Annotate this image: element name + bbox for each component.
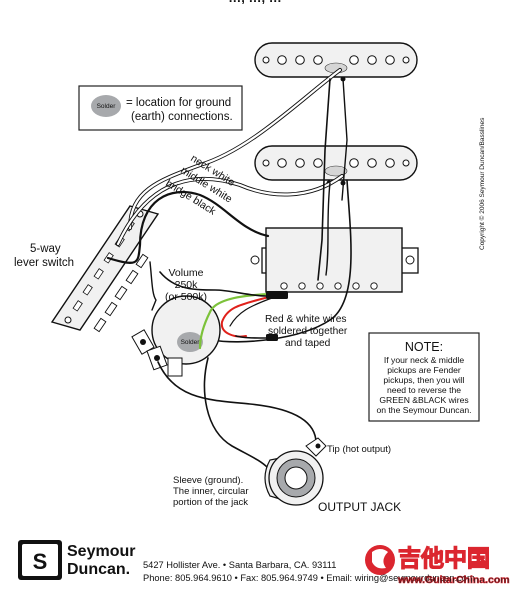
brand-line2: Duncan. bbox=[67, 561, 130, 578]
switch-label-line2: lever switch bbox=[14, 257, 74, 269]
volume-label-line1: Volume bbox=[168, 267, 203, 279]
red-white-tape-joint bbox=[266, 334, 278, 341]
jack-sleeve-wire bbox=[203, 357, 269, 469]
middle-pickup bbox=[254, 145, 418, 186]
neck-ground-wire bbox=[317, 78, 348, 281]
tape-joint bbox=[266, 291, 288, 299]
middle-ground-wire bbox=[325, 182, 331, 276]
bridge-humbucker bbox=[250, 227, 419, 293]
note-line-1: If your neck & middle bbox=[384, 355, 464, 365]
neck-pickup bbox=[254, 42, 418, 82]
watermark-url: www.GuitarChina.com bbox=[397, 574, 510, 586]
green-wire bbox=[198, 292, 274, 350]
output-jack-title: OUTPUT JACK bbox=[318, 500, 401, 514]
solder-legend-dot-icon bbox=[91, 95, 121, 117]
bare-wire bbox=[229, 297, 273, 327]
volume-pot: Solder bbox=[131, 295, 221, 377]
pickup-ground-black-wire bbox=[211, 179, 352, 343]
footer-contact: Phone: 805.964.9610 • Fax: 805.964.9749 … bbox=[143, 573, 475, 583]
brand-line1: Seymour bbox=[67, 543, 135, 560]
jack-sleeve-label-line2: The inner, circular bbox=[173, 486, 249, 497]
svg-text:S: S bbox=[33, 549, 48, 574]
watermark-chinese: 吉他中国 bbox=[398, 545, 490, 571]
note-line-3: pickups, then you will bbox=[383, 375, 464, 385]
seymour-duncan-logo-icon: S bbox=[18, 540, 62, 580]
jack-tip-wire bbox=[157, 361, 317, 447]
note-title: NOTE: bbox=[405, 340, 443, 354]
red-white-note-line3: and taped bbox=[285, 338, 331, 349]
legend-text-line1: = location for ground bbox=[126, 97, 231, 109]
volume-solder-label: Solder bbox=[181, 339, 201, 346]
switch-label-line1: 5-way bbox=[30, 243, 61, 255]
neck-white-wire bbox=[128, 68, 342, 230]
jack-sleeve-label-line3: portion of the jack bbox=[173, 497, 248, 508]
top-partial-title: …, …, … bbox=[228, 0, 281, 5]
solder-legend-dot-label: Solder bbox=[97, 103, 117, 110]
note-line-4: need to reverse the bbox=[387, 385, 461, 395]
switch-to-volume-wire bbox=[149, 261, 157, 311]
volume-label-line3: (or 500k) bbox=[165, 291, 207, 303]
note-line-6: on the Seymour Duncan. bbox=[376, 405, 471, 415]
note-line-5: GREEN &BLACK wires bbox=[379, 395, 468, 405]
hot-lead-to-switch-wire bbox=[159, 271, 267, 297]
solder-legend: Solder = location for ground (earth) con… bbox=[78, 85, 243, 131]
note-line-2: pickups are Fender bbox=[387, 365, 461, 375]
legend-text-line2: (earth) connections. bbox=[131, 111, 233, 123]
footer-address: 5427 Hollister Ave. • Santa Barbara, CA.… bbox=[143, 560, 336, 570]
bridge-black-wire bbox=[106, 190, 270, 264]
jack-sleeve-label-line1: Sleeve (ground). bbox=[173, 475, 243, 486]
red-white-wire-lead bbox=[235, 335, 267, 339]
red-white-note-line2: soldered together bbox=[268, 326, 348, 337]
jack-tip-label: Tip (hot output) bbox=[327, 444, 391, 455]
volume-label-line2: 250k bbox=[175, 279, 199, 291]
copyright-vertical: Copyright © 2006 Seymour Duncan/Bassline… bbox=[478, 117, 486, 250]
volume-solder-ground-icon bbox=[177, 332, 203, 352]
output-jack bbox=[264, 437, 327, 506]
guitarchina-watermark: 吉他中国 www.GuitarChina.com bbox=[365, 544, 510, 586]
red-white-note-line1: Red & white wires bbox=[265, 314, 347, 325]
note-box: NOTE: If your neck & middle pickups are … bbox=[368, 332, 480, 422]
middle-white-wire bbox=[116, 174, 344, 246]
